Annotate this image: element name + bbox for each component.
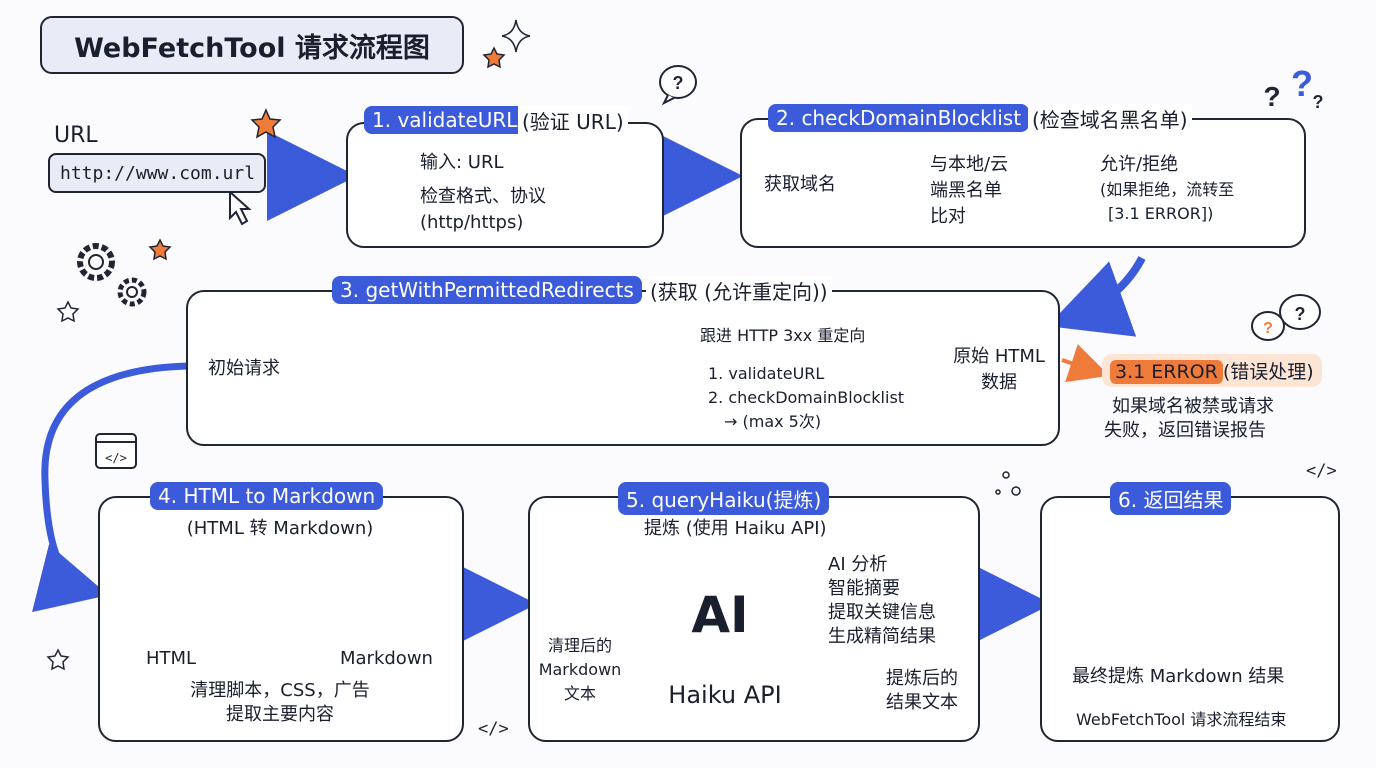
redirect-check: 2. checkDomainBlocklist <box>708 388 905 407</box>
get-domain-label: 获取域名 <box>764 174 836 195</box>
cleaned-md-line: 文本 <box>563 684 596 703</box>
cursor-icon <box>229 189 252 226</box>
step1-box <box>346 122 664 248</box>
html-label: HTML <box>146 648 197 669</box>
error-line: 如果域名被禁或请求 <box>1112 396 1274 417</box>
raw-html-label: 数据 <box>981 372 1017 393</box>
url-label: URL <box>54 123 98 148</box>
arrow-step2-to-step3 <box>1047 256 1146 337</box>
compare-line: 端黑名单 <box>930 180 1002 201</box>
svg-text:?: ? <box>1313 92 1324 112</box>
initial-request-label: 初始请求 <box>208 358 280 379</box>
flow-end-label: WebFetchTool 请求流程结束 <box>1076 710 1287 729</box>
step3-title: 3. getWithPermittedRedirects <box>332 276 642 304</box>
svg-text:?: ? <box>1263 320 1273 337</box>
svg-text:?: ? <box>1263 81 1280 112</box>
analysis-line: 提取关键信息 <box>828 602 936 623</box>
url-field[interactable]: http://www.com.url <box>48 153 266 193</box>
compare-line: 与本地/云 <box>930 154 1009 175</box>
final-result-label: 最终提炼 Markdown 结果 <box>1072 666 1285 687</box>
step1-line: 输入: URL <box>420 152 504 173</box>
gears-icon <box>77 243 147 307</box>
code-window-icon: </> <box>95 433 137 469</box>
error-label: 3.1 ERROR <box>1110 360 1223 384</box>
error-badge: 3.1 ERROR(错误处理) <box>1102 354 1322 387</box>
step6-box <box>1040 496 1340 742</box>
step1-line: (http/https) <box>420 212 524 233</box>
step1-subtitle: (验证 URL) <box>518 106 628 135</box>
svg-text:?: ? <box>1295 304 1306 324</box>
svg-text:?: ? <box>1291 63 1313 104</box>
svg-text:?: ? <box>673 73 684 93</box>
ai-label: AI <box>691 586 749 644</box>
cleaned-md-line: Markdown <box>538 660 622 679</box>
page-title: WebFetchTool 请求流程图 <box>40 16 464 74</box>
compare-line: 比对 <box>930 206 966 227</box>
redirect-check: → (max 5次) <box>724 412 822 431</box>
error-subtitle: (错误处理) <box>1222 361 1314 383</box>
result-line: 允许/拒绝 <box>1100 154 1179 175</box>
cleaned-md-line: 清理后的 <box>547 636 612 655</box>
question-bubble-icon <box>659 65 1321 341</box>
haiku-api-label: Haiku API <box>668 681 782 709</box>
step4-subtitle: (HTML 转 Markdown) <box>186 518 374 539</box>
output-line: 结果文本 <box>886 692 958 713</box>
step3-subtitle: (获取 (允许重定向)) <box>646 276 832 305</box>
step4-box <box>98 496 464 742</box>
result-line: [3.1 ERROR]) <box>1108 204 1214 223</box>
follow-redirect-label: 跟进 HTTP 3xx 重定向 <box>700 326 866 345</box>
analysis-line: AI 分析 <box>828 554 888 575</box>
raw-html-label: 原始 HTML <box>953 346 1045 367</box>
star-icons <box>46 19 531 671</box>
step2-title: 2. checkDomainBlocklist <box>768 104 1030 132</box>
step4-title: 4. HTML to Markdown <box>150 482 384 510</box>
arrow-step3-to-step4 <box>31 362 189 613</box>
step4-line: 清理脚本，CSS，广告 <box>190 680 370 701</box>
dots-decoration <box>995 471 1021 496</box>
step5-subtitle: 提炼 (使用 Haiku API) <box>644 518 827 539</box>
step5-title: 5. queryHaiku(提炼) <box>618 482 830 515</box>
analysis-line: 智能摘要 <box>828 578 900 599</box>
step4-line: 提取主要内容 <box>226 704 334 725</box>
step6-title: 6. 返回结果 <box>1110 482 1232 515</box>
output-line: 提炼后的 <box>886 668 958 689</box>
arrow-step3-to-error <box>1061 344 1110 383</box>
svg-text:</>: </> <box>1306 461 1337 481</box>
svg-text:</>: </> <box>105 451 127 465</box>
step1-title: 1. validateURL <box>364 106 526 134</box>
markdown-label: Markdown <box>340 648 433 669</box>
error-line: 失败，返回错误报告 <box>1104 420 1266 441</box>
step1-line: 检查格式、协议 <box>420 186 546 207</box>
svg-text:</>: </> <box>478 719 509 739</box>
step5-box <box>528 496 980 742</box>
analysis-line: 生成精简结果 <box>828 626 936 647</box>
redirect-check: 1. validateURL <box>708 364 825 383</box>
step3-box <box>186 290 1060 446</box>
result-line: (如果拒绝，流转至 <box>1100 180 1235 199</box>
step2-subtitle: (检查域名黑名单) <box>1028 104 1192 133</box>
